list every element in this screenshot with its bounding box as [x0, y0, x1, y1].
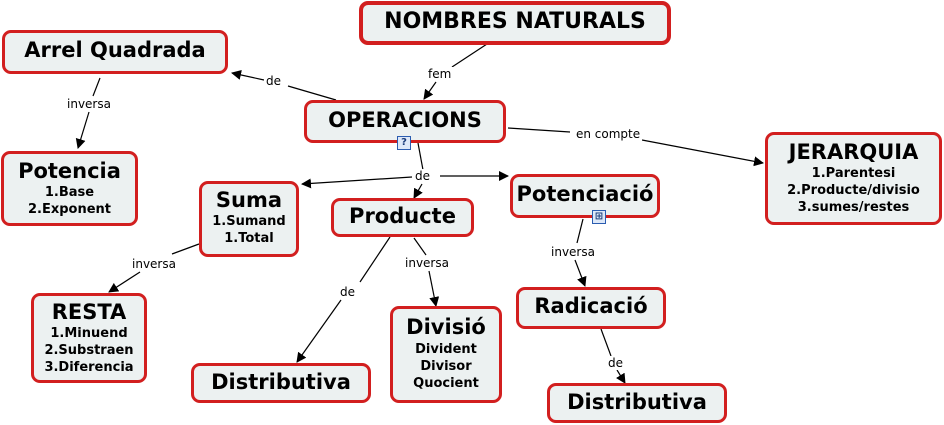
- line-producte-de: [359, 236, 391, 283]
- link-label-de-arrel: de: [264, 74, 283, 88]
- node-potenciacio-title: Potenciació: [516, 182, 654, 206]
- line-de-producte: [413, 183, 423, 199]
- node-divisio-item: Divisor: [420, 359, 472, 374]
- link-label-de-main: de: [413, 169, 432, 183]
- node-distributiva-title: Distributiva: [567, 390, 707, 414]
- node-divisio-item: Quocient: [413, 376, 479, 391]
- node-jerarquia-title: JERARQUIA: [788, 140, 919, 164]
- node-potencia-title: Potencia: [18, 159, 121, 183]
- link-label-inversa-arrel: inversa: [65, 97, 113, 111]
- node-resta[interactable]: RESTA 1.Minuend 2.Substraen 3.Diferencia: [31, 293, 147, 383]
- line-fem-operacions: [423, 81, 437, 100]
- node-suma-item: 1.Total: [224, 231, 274, 246]
- node-divisio-item: Divident: [415, 342, 477, 357]
- line-arrel-inversa: [92, 77, 101, 97]
- node-resta-item: 3.Diferencia: [44, 360, 134, 375]
- link-label-de-producte: de: [338, 285, 357, 299]
- note-icon[interactable]: ?: [397, 136, 411, 150]
- line-radicacio-de: [600, 328, 612, 357]
- link-label-inversa-producte: inversa: [403, 256, 451, 270]
- link-label-fem: fem: [426, 67, 454, 81]
- node-radicacio[interactable]: Radicació: [516, 287, 666, 329]
- node-divisio-title: Divisió: [406, 315, 486, 339]
- line-de-distributiva: [296, 299, 342, 363]
- node-potencia-item: 2.Exponent: [27, 202, 112, 217]
- line-operacions-encompte: [507, 127, 571, 133]
- node-potencia-item: 1.Base: [44, 185, 95, 200]
- line-de-distributiva2: [616, 369, 626, 384]
- node-resta-item: 1.Minuend: [50, 326, 128, 341]
- line-de-arrel: [231, 70, 265, 81]
- node-jerarquia-item: 3.sumes/restes: [797, 200, 910, 215]
- link-label-inversa-suma: inversa: [130, 257, 178, 271]
- node-distributiva-radicacio[interactable]: Distributiva: [547, 383, 727, 423]
- link-label-en-compte: en compte: [574, 127, 643, 141]
- line-operacions-de-main: [417, 142, 424, 171]
- submap-icon[interactable]: ⊞: [592, 210, 606, 224]
- node-suma-item: 1.Sumand: [212, 214, 286, 229]
- link-label-de-radicacio: de: [606, 356, 625, 370]
- node-potenciacio[interactable]: Potenciació: [510, 174, 660, 218]
- link-label-inversa-potenciacio: inversa: [549, 245, 597, 259]
- node-distributiva-producte[interactable]: Distributiva: [191, 363, 371, 403]
- line-encompte-jerarquia: [641, 139, 764, 167]
- node-suma-title: Suma: [215, 188, 283, 212]
- line-inversa-potencia: [75, 111, 90, 149]
- line-nombres-fem: [451, 43, 488, 68]
- node-arrel-quadrada-title: Arrel Quadrada: [24, 38, 206, 62]
- line-inversa-divisio: [428, 270, 440, 307]
- node-jerarquia-item: 2.Producte/divisio: [787, 183, 920, 198]
- line-de-suma: [301, 176, 413, 189]
- line-suma-inversa: [171, 243, 200, 255]
- node-resta-title: RESTA: [51, 300, 127, 324]
- node-producte[interactable]: Producte: [331, 198, 474, 237]
- line-potenciacio-inversa: [576, 218, 584, 244]
- node-suma[interactable]: Suma 1.Sumand 1.Total: [199, 181, 299, 257]
- node-distributiva-title: Distributiva: [211, 370, 351, 394]
- node-nombres-naturals-title: NOMBRES NATURALS: [384, 9, 646, 34]
- node-operacions-title: OPERACIONS: [328, 108, 482, 132]
- node-jerarquia-item: 1.Parentesi: [811, 166, 896, 181]
- line-inversa-radicacio: [574, 259, 587, 287]
- node-nombres-naturals[interactable]: NOMBRES NATURALS: [359, 1, 671, 45]
- node-jerarquia[interactable]: JERARQUIA 1.Parentesi 2.Producte/divisio…: [765, 132, 942, 225]
- line-producte-inversa: [413, 237, 427, 256]
- line-inversa-resta: [108, 271, 141, 293]
- node-radicacio-title: Radicació: [534, 294, 648, 318]
- node-potencia[interactable]: Potencia 1.Base 2.Exponent: [1, 151, 138, 226]
- node-arrel-quadrada[interactable]: Arrel Quadrada: [2, 30, 228, 74]
- node-resta-item: 2.Substraen: [44, 343, 134, 358]
- node-divisio[interactable]: Divisió Divident Divisor Quocient: [390, 306, 502, 403]
- node-operacions[interactable]: OPERACIONS: [304, 100, 506, 143]
- node-producte-title: Producte: [349, 204, 456, 228]
- line-operacions-de: [287, 85, 337, 101]
